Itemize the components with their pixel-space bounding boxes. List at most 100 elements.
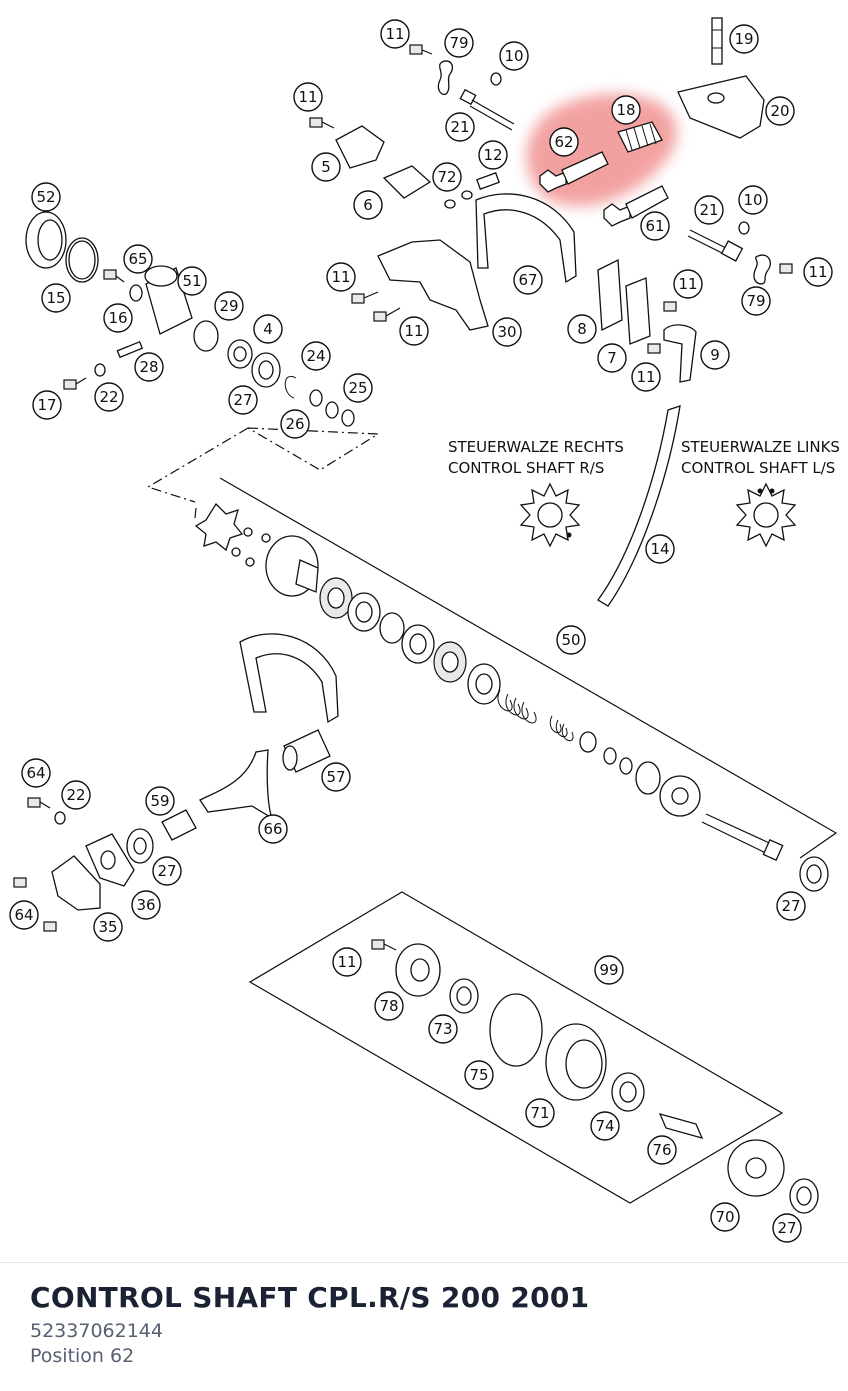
callout-6[interactable]: 6 xyxy=(353,190,383,220)
pin-19 xyxy=(711,17,723,65)
svg-text:59: 59 xyxy=(150,792,169,810)
callout-62-highlighted[interactable]: 62 xyxy=(549,127,579,157)
callout-16[interactable]: 16 xyxy=(103,303,133,333)
svg-text:72: 72 xyxy=(437,168,456,186)
washers-25 xyxy=(325,401,355,427)
screw-65 xyxy=(103,269,125,283)
callout-21[interactable]: 21 xyxy=(445,112,475,142)
callout-27[interactable]: 27 xyxy=(776,891,806,921)
callout-74[interactable]: 74 xyxy=(590,1111,620,1141)
callout-27[interactable]: 27 xyxy=(152,856,182,886)
callout-79[interactable]: 79 xyxy=(444,28,474,58)
callout-64[interactable]: 64 xyxy=(9,900,39,930)
callout-10[interactable]: 10 xyxy=(499,41,529,71)
callout-19[interactable]: 19 xyxy=(729,24,759,54)
callout-24[interactable]: 24 xyxy=(301,341,331,371)
callout-18-highlighted[interactable]: 18 xyxy=(611,95,641,125)
lever-30 xyxy=(377,239,489,331)
callout-22[interactable]: 22 xyxy=(94,382,124,412)
callout-11[interactable]: 11 xyxy=(399,316,429,346)
callout-36[interactable]: 36 xyxy=(131,890,161,920)
callout-52[interactable]: 52 xyxy=(31,182,61,212)
callout-11[interactable]: 11 xyxy=(380,19,410,49)
callout-30[interactable]: 30 xyxy=(492,317,522,347)
callout-15[interactable]: 15 xyxy=(41,283,71,313)
callout-70[interactable]: 70 xyxy=(710,1202,740,1232)
washer-16 xyxy=(129,284,143,302)
callout-59[interactable]: 59 xyxy=(145,786,175,816)
callout-10[interactable]: 10 xyxy=(738,185,768,215)
callout-65[interactable]: 65 xyxy=(123,244,153,274)
svg-text:17: 17 xyxy=(37,396,56,414)
callout-61[interactable]: 61 xyxy=(640,211,670,241)
svg-text:7: 7 xyxy=(607,349,617,367)
callout-9[interactable]: 9 xyxy=(700,340,730,370)
callout-64[interactable]: 64 xyxy=(21,758,51,788)
callout-17[interactable]: 17 xyxy=(32,390,62,420)
svg-text:STEUERWALZE LINKS: STEUERWALZE LINKS xyxy=(681,438,840,456)
oring-10-top xyxy=(490,72,502,86)
callout-26[interactable]: 26 xyxy=(280,409,310,439)
callout-12[interactable]: 12 xyxy=(478,140,508,170)
callout-67[interactable]: 67 xyxy=(513,265,543,295)
callout-28[interactable]: 28 xyxy=(134,352,164,382)
bearing-needle-2 xyxy=(433,641,467,683)
callout-76[interactable]: 76 xyxy=(647,1135,677,1165)
svg-text:29: 29 xyxy=(219,297,238,315)
star-gear-50 xyxy=(194,502,271,567)
callout-29[interactable]: 29 xyxy=(214,291,244,321)
callout-5[interactable]: 5 xyxy=(311,152,341,182)
callout-73[interactable]: 73 xyxy=(428,1014,458,1044)
callout-66[interactable]: 66 xyxy=(258,814,288,844)
pin-57 xyxy=(282,729,331,773)
callout-27[interactable]: 27 xyxy=(772,1213,802,1243)
callout-11[interactable]: 11 xyxy=(803,257,833,287)
svg-text:21: 21 xyxy=(450,118,469,136)
callout-11[interactable]: 11 xyxy=(326,262,356,292)
callout-72[interactable]: 72 xyxy=(432,162,462,192)
circlip-24 xyxy=(284,375,297,399)
callout-25[interactable]: 25 xyxy=(343,373,373,403)
callout-21[interactable]: 21 xyxy=(694,195,724,225)
callout-27[interactable]: 27 xyxy=(228,385,258,415)
callout-14[interactable]: 14 xyxy=(645,534,675,564)
svg-text:28: 28 xyxy=(139,358,158,376)
svg-text:27: 27 xyxy=(777,1219,796,1237)
svg-text:21: 21 xyxy=(699,201,718,219)
callout-11[interactable]: 11 xyxy=(673,269,703,299)
svg-text:11: 11 xyxy=(331,268,350,286)
callout-8[interactable]: 8 xyxy=(567,314,597,344)
svg-text:73: 73 xyxy=(433,1020,452,1038)
callout-7[interactable]: 7 xyxy=(597,343,627,373)
group-label-left: STEUERWALZE LINKS CONTROL SHAFT L/S xyxy=(681,438,840,477)
part-info-panel: CONTROL SHAFT CPL.R/S 200 2001 523370621… xyxy=(0,1262,848,1391)
callout-11[interactable]: 11 xyxy=(293,82,323,112)
callout-79[interactable]: 79 xyxy=(741,286,771,316)
callout-4[interactable]: 4 xyxy=(253,314,283,344)
svg-text:14: 14 xyxy=(650,540,669,558)
callout-11[interactable]: 11 xyxy=(631,362,661,392)
svg-text:10: 10 xyxy=(504,47,523,65)
svg-text:64: 64 xyxy=(26,764,45,782)
callout-35[interactable]: 35 xyxy=(93,912,123,942)
assembly-outline-dashdot xyxy=(146,427,380,503)
shaft-end-50 xyxy=(701,813,784,862)
ring-26 xyxy=(309,389,323,407)
svg-text:57: 57 xyxy=(326,768,345,786)
callout-71[interactable]: 71 xyxy=(525,1098,555,1128)
callout-20[interactable]: 20 xyxy=(765,96,795,126)
part-position: Position 62 xyxy=(30,1345,135,1367)
callout-78[interactable]: 78 xyxy=(374,991,404,1021)
svg-text:27: 27 xyxy=(233,391,252,409)
callout-75[interactable]: 75 xyxy=(464,1060,494,1090)
callout-51[interactable]: 51 xyxy=(177,266,207,296)
callout-50[interactable]: 50 xyxy=(556,625,586,655)
washer-4 xyxy=(227,339,253,369)
callout-22[interactable]: 22 xyxy=(61,780,91,810)
callout-99[interactable]: 99 xyxy=(594,955,624,985)
callout-11[interactable]: 11 xyxy=(332,947,362,977)
nut-52 xyxy=(25,211,67,269)
ring-15 xyxy=(65,237,99,283)
callout-57[interactable]: 57 xyxy=(321,762,351,792)
